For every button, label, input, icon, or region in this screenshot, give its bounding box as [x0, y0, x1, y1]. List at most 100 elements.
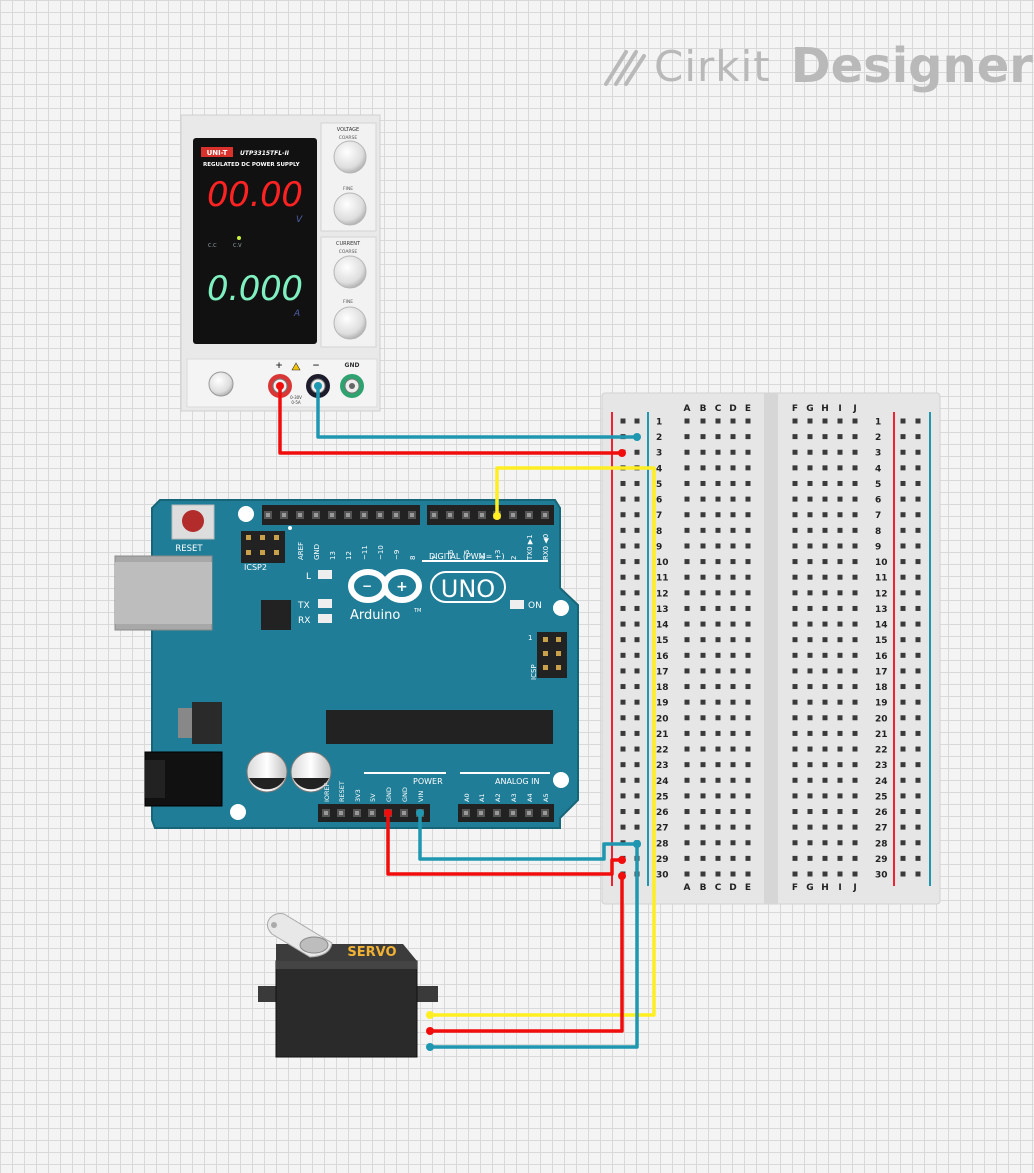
breadboard-hole[interactable]	[837, 605, 843, 611]
breadboard-hole[interactable]	[700, 793, 706, 799]
breadboard-hole[interactable]	[915, 777, 921, 783]
wire-breadboard-to-servo-power[interactable]	[428, 874, 624, 1033]
breadboard-hole[interactable]	[620, 715, 626, 721]
digital-header-high[interactable]	[262, 505, 420, 525]
breadboard-hole[interactable]	[730, 637, 736, 643]
breadboard-hole[interactable]	[684, 871, 690, 877]
breadboard-hole[interactable]	[620, 699, 626, 705]
breadboard-hole[interactable]	[700, 559, 706, 565]
breadboard-hole[interactable]	[715, 777, 721, 783]
breadboard-hole[interactable]	[900, 512, 906, 518]
breadboard-hole[interactable]	[730, 559, 736, 565]
breadboard-hole[interactable]	[837, 590, 843, 596]
breadboard-hole[interactable]	[745, 699, 751, 705]
breadboard-hole[interactable]	[715, 574, 721, 580]
breadboard-hole[interactable]	[807, 605, 813, 611]
breadboard-hole[interactable]	[745, 559, 751, 565]
breadboard-hole[interactable]	[715, 605, 721, 611]
breadboard-hole[interactable]	[900, 449, 906, 455]
breadboard-hole[interactable]	[822, 559, 828, 565]
breadboard-hole[interactable]	[634, 559, 640, 565]
breadboard-hole[interactable]	[807, 527, 813, 533]
breadboard-hole[interactable]	[792, 605, 798, 611]
breadboard-hole[interactable]	[852, 668, 858, 674]
breadboard-hole[interactable]	[634, 527, 640, 533]
breadboard-hole[interactable]	[745, 637, 751, 643]
breadboard-hole[interactable]	[634, 418, 640, 424]
breadboard-hole[interactable]	[730, 809, 736, 815]
breadboard-hole[interactable]	[730, 590, 736, 596]
breadboard-hole[interactable]	[915, 449, 921, 455]
breadboard-hole[interactable]	[900, 730, 906, 736]
breadboard-hole[interactable]	[715, 699, 721, 705]
breadboard-hole[interactable]	[807, 574, 813, 580]
breadboard-hole[interactable]	[745, 434, 751, 440]
breadboard-hole[interactable]	[730, 465, 736, 471]
breadboard-hole[interactable]	[634, 652, 640, 658]
breadboard-hole[interactable]	[745, 605, 751, 611]
breadboard-hole[interactable]	[700, 480, 706, 486]
breadboard-hole[interactable]	[700, 715, 706, 721]
breadboard-hole[interactable]	[915, 527, 921, 533]
breadboard-hole[interactable]	[745, 809, 751, 815]
breadboard-hole[interactable]	[915, 559, 921, 565]
breadboard-hole[interactable]	[715, 449, 721, 455]
breadboard-hole[interactable]	[900, 637, 906, 643]
breadboard-hole[interactable]	[620, 512, 626, 518]
breadboard-hole[interactable]	[792, 496, 798, 502]
breadboard-hole[interactable]	[684, 809, 690, 815]
breadboard-hole[interactable]	[900, 480, 906, 486]
breadboard-hole[interactable]	[852, 652, 858, 658]
breadboard-hole[interactable]	[852, 746, 858, 752]
breadboard-hole[interactable]	[745, 512, 751, 518]
breadboard-hole[interactable]	[684, 715, 690, 721]
breadboard-hole[interactable]	[792, 574, 798, 580]
breadboard-hole[interactable]	[634, 590, 640, 596]
breadboard-hole[interactable]	[634, 809, 640, 815]
breadboard-hole[interactable]	[822, 590, 828, 596]
breadboard-hole[interactable]	[730, 855, 736, 861]
breadboard-hole[interactable]	[852, 762, 858, 768]
breadboard-hole[interactable]	[684, 527, 690, 533]
breadboard-hole[interactable]	[915, 512, 921, 518]
breadboard-hole[interactable]	[900, 824, 906, 830]
breadboard-hole[interactable]	[684, 855, 690, 861]
breadboard-hole[interactable]	[852, 434, 858, 440]
breadboard-hole[interactable]	[745, 621, 751, 627]
breadboard-hole[interactable]	[684, 512, 690, 518]
breadboard-hole[interactable]	[745, 730, 751, 736]
breadboard-hole[interactable]	[730, 605, 736, 611]
breadboard-hole[interactable]	[700, 746, 706, 752]
breadboard-hole[interactable]	[852, 605, 858, 611]
breadboard-hole[interactable]	[807, 824, 813, 830]
breadboard-hole[interactable]	[684, 465, 690, 471]
breadboard-hole[interactable]	[715, 496, 721, 502]
breadboard-hole[interactable]	[730, 699, 736, 705]
breadboard-hole[interactable]	[837, 480, 843, 486]
breadboard-hole[interactable]	[700, 527, 706, 533]
breadboard-hole[interactable]	[852, 527, 858, 533]
breadboard-hole[interactable]	[684, 762, 690, 768]
breadboard-hole[interactable]	[700, 605, 706, 611]
breadboard-hole[interactable]	[792, 527, 798, 533]
breadboard-hole[interactable]	[715, 527, 721, 533]
breadboard-hole[interactable]	[852, 730, 858, 736]
breadboard-hole[interactable]	[730, 668, 736, 674]
wire-psu-negative-to-breadboard[interactable]	[316, 384, 639, 439]
breadboard-hole[interactable]	[852, 684, 858, 690]
breadboard-hole[interactable]	[900, 434, 906, 440]
breadboard-hole[interactable]	[822, 668, 828, 674]
breadboard-hole[interactable]	[837, 762, 843, 768]
breadboard-hole[interactable]	[792, 621, 798, 627]
breadboard-hole[interactable]	[700, 434, 706, 440]
breadboard-hole[interactable]	[807, 715, 813, 721]
breadboard-hole[interactable]	[620, 590, 626, 596]
breadboard-hole[interactable]	[715, 559, 721, 565]
breadboard-hole[interactable]	[715, 855, 721, 861]
breadboard-hole[interactable]	[915, 574, 921, 580]
breadboard-hole[interactable]	[634, 699, 640, 705]
breadboard-hole[interactable]	[837, 668, 843, 674]
breadboard-hole[interactable]	[715, 684, 721, 690]
breadboard-hole[interactable]	[822, 574, 828, 580]
breadboard-hole[interactable]	[807, 809, 813, 815]
